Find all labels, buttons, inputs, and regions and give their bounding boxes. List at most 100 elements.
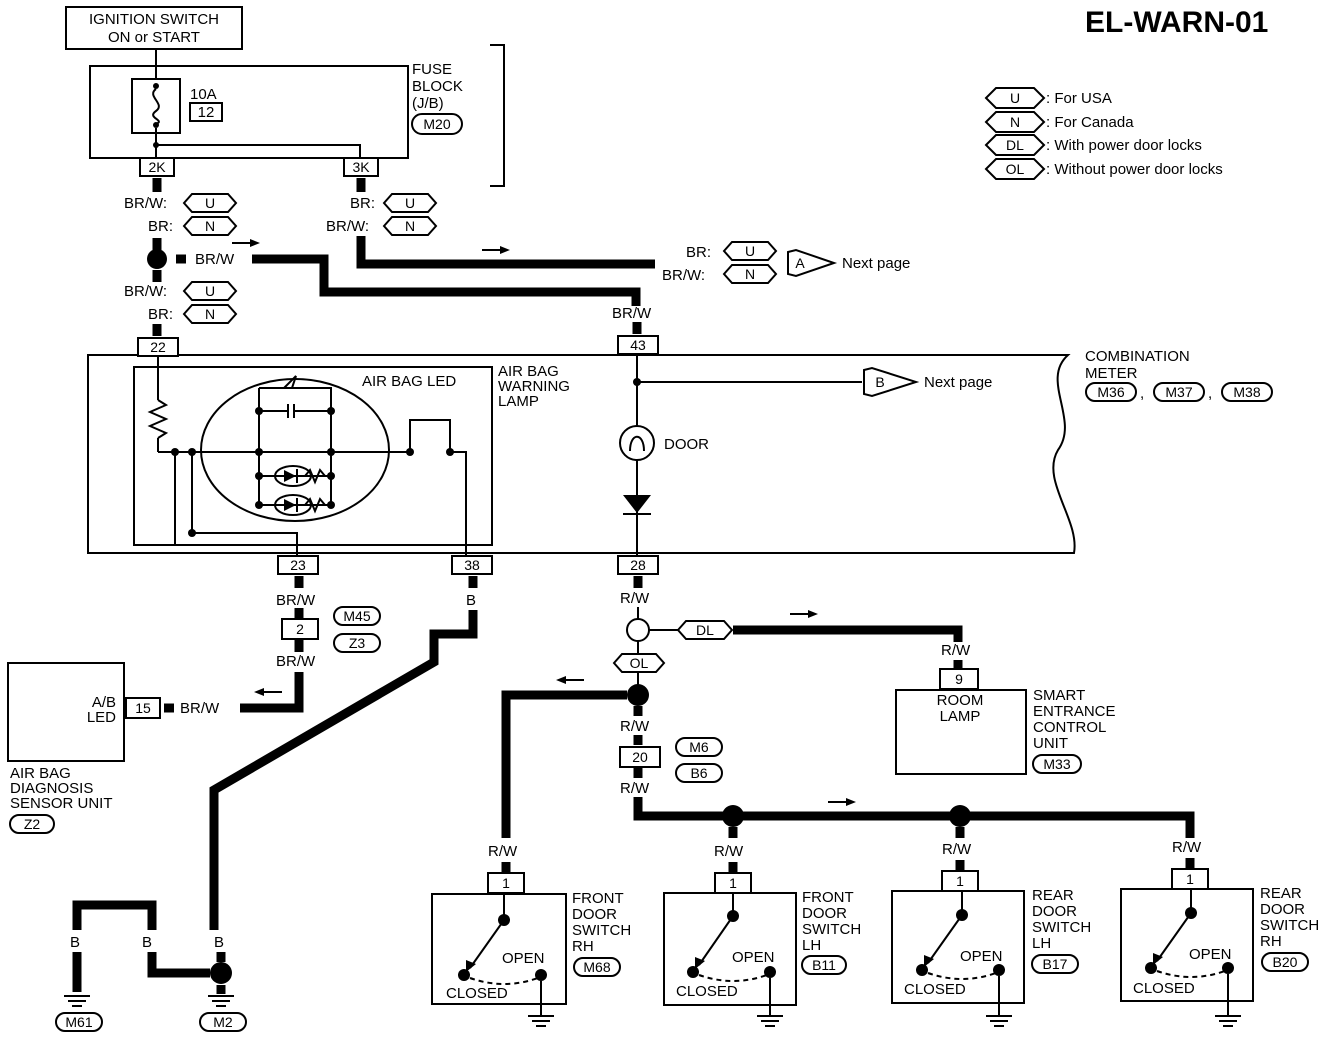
wire-label-rw: R/W [620,590,650,607]
wire-label-br-n: BR: [148,306,173,323]
code-n: N [205,306,215,322]
airbag-lamp-label-2: WARNING [498,378,570,395]
inline-connector-b6: B6 [690,765,707,781]
airbag-unit-label-1: AIR BAG [10,765,71,782]
code-u: U [205,283,215,299]
airbag-unit-label-3: SENSOR UNIT [10,795,113,812]
code-n: N [745,266,755,282]
switch-closed-label: CLOSED [676,983,738,1000]
switch-open-label: OPEN [1189,946,1232,963]
option-splice-open [626,618,650,642]
next-page-b-arrow [863,366,920,398]
airbag-diagnosis-sensor-unit: A/B LED 15 AIR BAG DIAGNOSIS SENSOR UNIT… [7,662,161,834]
joint-connector-m45: M45 [343,608,370,624]
switch-open-label: OPEN [502,950,545,967]
legend-code-dl: DL [1006,137,1024,153]
next-page-a-arrow [787,248,838,278]
switch-closed-label: CLOSED [904,981,966,998]
wire-label-br-u: BR: [350,195,375,212]
switch-open-label: OPEN [732,949,775,966]
switch-closed-label: CLOSED [1133,980,1195,997]
room-lamp-label-2: LAMP [940,708,981,725]
door-switch-connector: B17 [1043,956,1068,972]
code-dl: DL [696,622,714,638]
joint-term-2: 2 [296,621,304,637]
ground-symbol-icon [208,995,234,1007]
wire-label-b: B [214,934,224,951]
wire-label-rw: R/W [620,718,650,735]
door-switch-label-2: DOOR [1260,901,1305,918]
door-switch-label-2: DOOR [572,906,617,923]
splice-dot [147,249,167,269]
splice-dot [627,684,649,706]
ignition-label-1: IGNITION SWITCH [89,11,219,28]
switch-open-label: OPEN [960,948,1003,965]
door-switch-label-2: DOOR [1032,903,1077,920]
door-bulb-icon [619,425,655,461]
joint-connector-z3: Z3 [349,635,366,651]
door-warning-lamp: DOOR [619,354,862,558]
door-switch-label-4: LH [1032,935,1051,952]
sep-comma: , [1140,385,1144,402]
fuse-block-label-1: FUSE [412,61,452,78]
wire-label-br-n: BR: [148,218,173,235]
fuse-number: 12 [198,104,215,121]
wire-label-brw: BR/W [276,653,316,670]
door-switch-label-4: LH [802,937,821,954]
legend-code-ol: OL [1006,161,1025,177]
door-switch-connector: B20 [1273,954,1298,970]
ground-m2: M2 [213,1014,233,1030]
ground-m61: M61 [65,1014,92,1030]
wire-label-rw: R/W [1172,839,1202,856]
splice-dot [722,805,744,827]
door-switch-term: 1 [729,875,737,891]
wire-label-brw-u: BR/W: [124,283,167,300]
airbag-unit-connector: Z2 [24,816,41,832]
wire-label-brw: BR/W [180,700,220,717]
code-n: N [405,218,415,234]
wire-label-rw: R/W [714,843,744,860]
terminal-38: 38 [464,557,480,573]
door-switch-term: 1 [956,873,964,889]
ab-led-label-2: LED [87,709,116,726]
room-lamp-label-1: ROOM [937,692,984,709]
door-switch-label-1: REAR [1032,887,1074,904]
ground-symbol-icon [64,995,90,1007]
airbag-lamp-label-1: AIR BAG [498,363,559,380]
legend-text-ol: : Without power door locks [1046,161,1223,178]
wire-label-brw: BR/W [195,251,235,268]
fuse-block: 10A 12 FUSE BLOCK (J/B) M20 2K 3K [89,44,505,187]
door-switch-term: 1 [1186,871,1194,887]
fuse-output-labels: BR/W: U BR: N BR: U BR/W: N [124,193,438,236]
code-ol: OL [630,655,649,671]
next-page-b-label: B [875,374,884,390]
ignition-switch: IGNITION SWITCH ON or START [65,6,243,50]
wire-label-brw-n: BR/W: [326,218,369,235]
door-switch-label-3: SWITCH [1032,919,1091,936]
wire-label-rw: R/W [620,780,650,797]
sep-comma: , [1208,385,1212,402]
splice-dot [949,805,971,827]
door-switch-label-4: RH [572,938,594,955]
door-switch-label-1: FRONT [802,889,854,906]
legend-text-dl: : With power door locks [1046,137,1202,154]
smart-label-1: SMART [1033,687,1085,704]
airbag-warning-lamp: AIR BAG LED AIR BAG WARNING LAMP [133,356,570,558]
door-switch-connector: B11 [812,957,836,973]
smart-entrance-control-unit: ROOM LAMP SMART ENTRANCE CONTROL UNIT M3… [895,687,1116,775]
terminal-15: 15 [135,700,151,716]
diode-icon [623,495,651,513]
door-switch-front-rh: R/W 1 OPEN CLOSED FRONT DOOR SWITCH RH M… [431,843,631,1027]
door-switch-label-4: RH [1260,933,1282,950]
terminal-9: 9 [955,671,963,687]
code-u: U [405,195,415,211]
code-u: U [745,243,755,259]
wire-label-rw: R/W [488,843,518,860]
smart-label-3: CONTROL [1033,719,1106,736]
meter-connector-m38: M38 [1233,384,1260,400]
combination-meter: COMBINATION METER M36 , M37 , M38 [87,348,1273,554]
wire-label-b: B [466,592,476,609]
legend-code-n: N [1010,114,1020,130]
door-switch-label-1: FRONT [572,890,624,907]
next-page-a-text: Next page [842,255,910,272]
